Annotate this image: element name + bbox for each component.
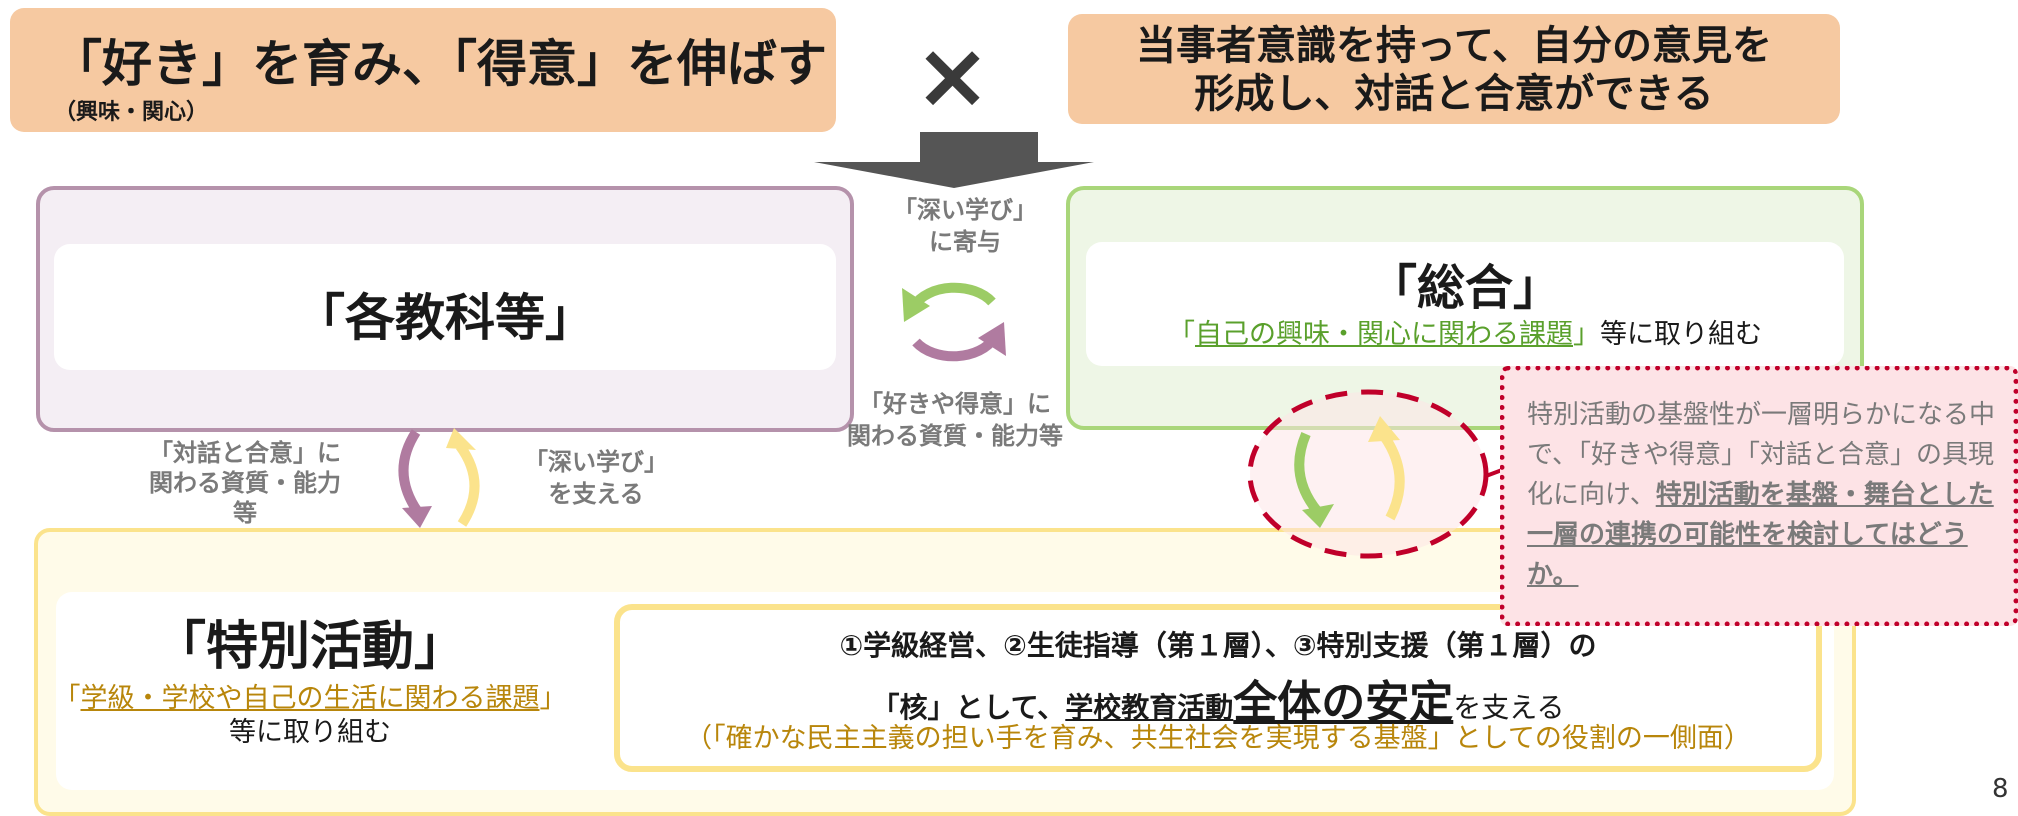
banner-right-line2: 形成し、対話と合意ができる bbox=[1194, 71, 1714, 117]
left-right-label-line1: 「深い学び」 bbox=[524, 448, 668, 476]
core-box: ①学級経営、②生徒指導（第１層）、③特別支援（第１層）の 「核」として、学校教育… bbox=[614, 604, 1822, 772]
core-line2: 「核」として、学校教育活動全体の安定を支える bbox=[620, 666, 1816, 730]
banner-left-title: 「好き」を育み、「得意」を伸ばす bbox=[52, 35, 827, 93]
left-label: 「対話と合意」に 関わる資質・能力 等 bbox=[130, 438, 360, 528]
subjects-inner: 「各教科等」 bbox=[54, 244, 836, 370]
core-line2-b: 学校教育活動 bbox=[1065, 691, 1234, 724]
tokkatsu-desc-link: 学級・学校や自己の生活に関わる課題 bbox=[80, 683, 540, 714]
tokkatsu-description: 「学級・学校や自己の生活に関わる課題」 bbox=[40, 676, 580, 715]
tokkatsu-desc-prefix: 「 bbox=[53, 683, 81, 714]
sogo-title: 「総合」 bbox=[1368, 260, 1561, 316]
callout-box: 特別活動の基盤性が一層明らかになる中で、「好きや得意」「対話と合意」の具現化に向… bbox=[1500, 366, 2018, 626]
callout-text-bold: 特別活動を基盤・舞台とした一層の連携の可能性を検討してはどうか。 bbox=[1527, 480, 1994, 590]
banner-right: 当事者意識を持って、自分の意見を 形成し、対話と合意ができる bbox=[1068, 14, 1840, 124]
center-cycle-icon bbox=[902, 282, 1006, 362]
core-line3: （「確かな民主主義の担い手を育み、共生社会を実現する基盤」としての役割の一側面） bbox=[685, 723, 1751, 754]
left-label-line2: 関わる資質・能力 bbox=[149, 469, 341, 497]
left-right-label: 「深い学び」 を支える bbox=[506, 446, 686, 510]
banner-right-line1: 当事者意識を持って、自分の意見を bbox=[1136, 23, 1772, 69]
center-bottom-label-line2: 関わる資質・能力等 bbox=[847, 422, 1063, 450]
left-label-line3: 等 bbox=[233, 499, 257, 527]
sogo-box: 「総合」 「自己の興味・関心に関わる課題」等に取り組む bbox=[1066, 186, 1864, 430]
core-line2-c: 全体の安定 bbox=[1233, 677, 1454, 728]
sogo-description: 「自己の興味・関心に関わる課題」等に取り組む bbox=[1086, 312, 1844, 351]
center-top-label: 「深い学び」 に寄与 bbox=[880, 194, 1050, 258]
page-number: 8 bbox=[1992, 774, 2009, 804]
callout-text-plain: 特別活動の基盤性が一層明らかになる中で、「好きや得意」「対話と合意」の具現化に向… bbox=[1527, 400, 1996, 510]
center-bottom-label-line1: 「好きや得意」に bbox=[859, 390, 1051, 418]
sogo-desc-suffix: 」 bbox=[1573, 319, 1600, 350]
subjects-box: 「各教科等」 bbox=[36, 186, 854, 432]
banner-right-title: 当事者意識を持って、自分の意見を 形成し、対話と合意ができる bbox=[1068, 22, 1840, 118]
sogo-inner: 「総合」 「自己の興味・関心に関わる課題」等に取り組む bbox=[1086, 242, 1844, 366]
sogo-desc-prefix: 「 bbox=[1168, 319, 1195, 350]
sogo-desc-tail: 等に取り組む bbox=[1600, 319, 1762, 350]
core-line1: ①学級経営、②生徒指導（第１層）、③特別支援（第１層）の bbox=[839, 629, 1597, 662]
left-label-line1: 「対話と合意」に bbox=[149, 439, 341, 467]
core-line2-d: を支える bbox=[1453, 691, 1565, 724]
banner-left-subtitle: （興味・関心） bbox=[54, 100, 209, 125]
tokkatsu-desc-tail: 等に取り組む bbox=[229, 717, 391, 748]
left-right-label-line2: を支える bbox=[548, 480, 644, 508]
banner-left: 「好き」を育み、「得意」を伸ばす （興味・関心） bbox=[10, 8, 836, 132]
core-line2-a: 「核」として、 bbox=[871, 691, 1066, 724]
center-bottom-label: 「好きや得意」に 関わる資質・能力等 bbox=[830, 388, 1080, 452]
callout-text: 特別活動の基盤性が一層明らかになる中で、「好きや得意」「対話と合意」の具現化に向… bbox=[1527, 395, 1997, 595]
times-symbol: × bbox=[914, 22, 992, 129]
sogo-desc-link: 自己の興味・関心に関わる課題 bbox=[1195, 319, 1573, 350]
tokkatsu-desc-suffix: 」 bbox=[539, 683, 567, 714]
down-arrow-icon bbox=[814, 132, 1094, 188]
right-cycle-icon bbox=[1247, 389, 1503, 559]
left-cycle-icon bbox=[398, 428, 480, 528]
subjects-title: 「各教科等」 bbox=[295, 289, 595, 347]
center-top-label-line1: 「深い学び」 bbox=[893, 196, 1037, 224]
center-top-label-line2: に寄与 bbox=[929, 228, 1001, 256]
tokkatsu-title: 「特別活動」 bbox=[153, 617, 466, 677]
